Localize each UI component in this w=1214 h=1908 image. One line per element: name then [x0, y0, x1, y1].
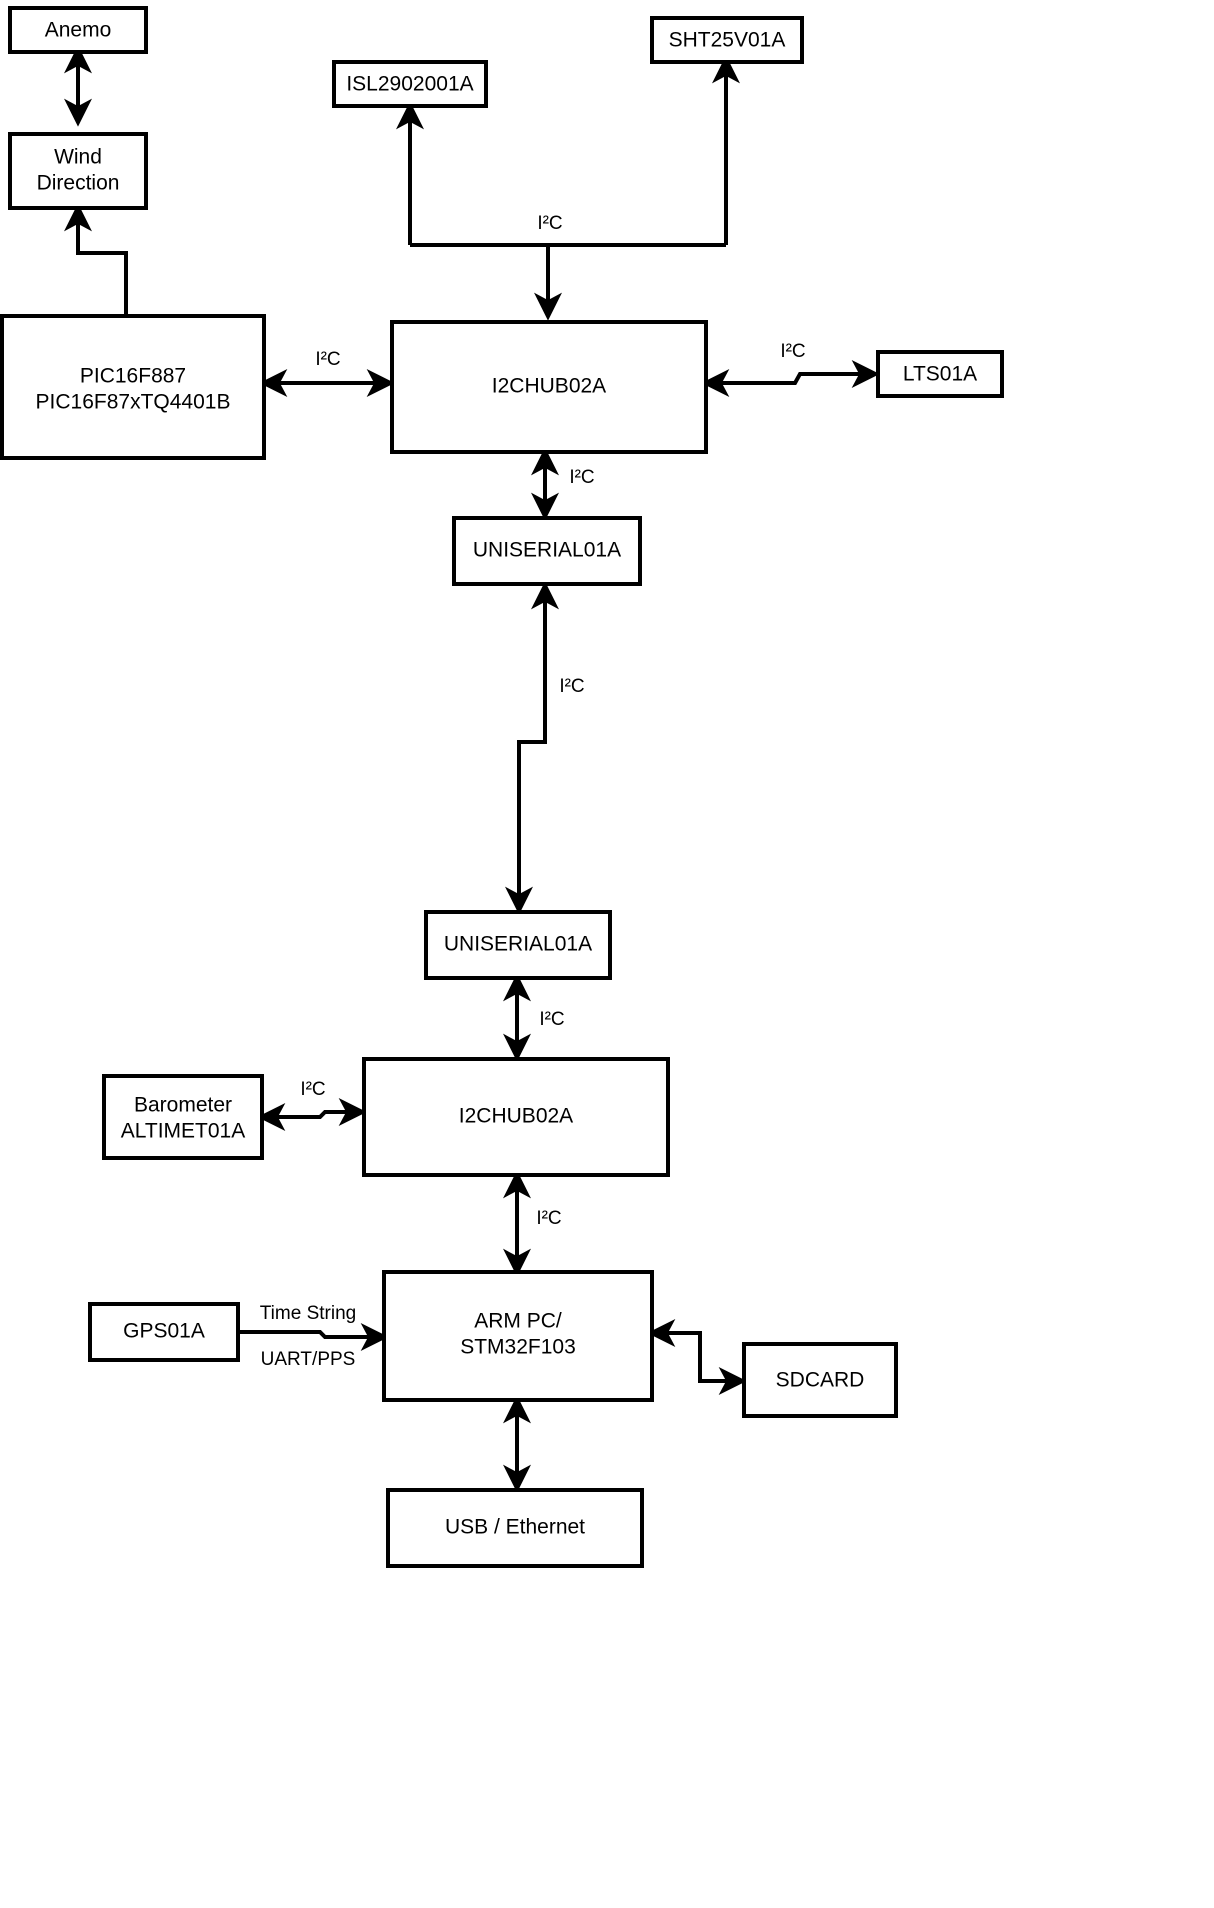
- connector-pic-to-wind: [64, 203, 128, 316]
- edge-label-hub2-arm-i2c: I²C: [536, 1208, 561, 1229]
- connector-uni-bottom-to-uni-top: [517, 581, 559, 910]
- edge-label-hub-lts-i2c: I²C: [780, 341, 805, 362]
- connector-gps-to-arm: [237, 1323, 389, 1351]
- node-anemo-label: Anemo: [45, 19, 112, 42]
- node-barometer-label-line2: ALTIMET01A: [121, 1120, 245, 1143]
- node-anemo-box: [8, 6, 148, 54]
- edge-label-gps-uart-pps: UART/PPS: [261, 1349, 356, 1370]
- node-pic16f887-label-line1: PIC16F887: [80, 365, 186, 388]
- edge-label-hub-uni-i2c: I²C: [569, 467, 594, 488]
- node-wind-direction-label-line2: Direction: [37, 172, 120, 195]
- edge-label-pic-hub-i2c: I²C: [315, 349, 340, 370]
- node-gps01a[interactable]: GPS01A: [88, 1302, 240, 1362]
- node-i2chub02a-bottom-label: I2CHUB02A: [459, 1105, 573, 1128]
- connector-hub-top-to-lts: [701, 360, 880, 397]
- node-i2chub02a-top-label: I2CHUB02A: [492, 375, 606, 398]
- node-sht25v01a[interactable]: SHT25V01A: [650, 16, 804, 64]
- node-isl2902001a-box: [332, 60, 488, 108]
- node-arm-pc-box: [382, 1270, 654, 1402]
- node-arm-pc[interactable]: ARM PC/ STM32F103: [382, 1270, 654, 1402]
- connector-arm-to-sdcard: [652, 1331, 747, 1395]
- node-gps01a-box: [88, 1302, 240, 1362]
- node-pic16f887-label-line2: PIC16F87xTQ4401B: [36, 391, 231, 414]
- edge-label-bus-i2c: I²C: [537, 213, 562, 234]
- node-isl2902001a-label: ISL2902001A: [346, 73, 473, 96]
- node-i2chub02a-top-box: [390, 320, 708, 454]
- node-lts01a-box: [876, 350, 1004, 398]
- node-i2chub02a-bottom[interactable]: I2CHUB02A: [362, 1057, 670, 1177]
- node-pic16f887[interactable]: PIC16F887 PIC16F87xTQ4401B: [0, 314, 266, 460]
- node-sht25v01a-label: SHT25V01A: [669, 29, 786, 52]
- node-barometer[interactable]: Barometer ALTIMET01A: [102, 1074, 264, 1160]
- node-i2chub02a-top[interactable]: I2CHUB02A: [390, 320, 708, 454]
- node-sht25v01a-box: [650, 16, 804, 64]
- node-lts01a[interactable]: LTS01A: [876, 350, 1004, 398]
- node-lts01a-label: LTS01A: [903, 363, 977, 386]
- node-wind-direction-box: [8, 132, 148, 210]
- edge-label-gps-time-string: Time String: [260, 1303, 356, 1324]
- connector-barometer-to-hub-bottom: [257, 1098, 367, 1131]
- node-uniserial01a-bottom[interactable]: UNISERIAL01A: [424, 910, 612, 980]
- node-gps01a-label: GPS01A: [123, 1320, 205, 1343]
- node-uniserial01a-top-box: [452, 516, 642, 586]
- node-uniserial01a-top[interactable]: UNISERIAL01A: [452, 516, 642, 586]
- node-isl2902001a[interactable]: ISL2902001A: [332, 60, 488, 108]
- node-usb-ethernet-label: USB / Ethernet: [445, 1516, 585, 1539]
- node-uniserial01a-bottom-box: [424, 910, 612, 980]
- node-sdcard-label: SDCARD: [776, 1369, 865, 1392]
- node-barometer-box: [102, 1074, 264, 1160]
- node-uniserial01a-bottom-label: UNISERIAL01A: [444, 933, 592, 956]
- node-pic16f887-box: [0, 314, 266, 460]
- node-sdcard[interactable]: SDCARD: [742, 1342, 898, 1418]
- node-wind-direction-label-line1: Wind: [54, 146, 102, 169]
- edge-label-uni-hub2-i2c: I²C: [539, 1009, 564, 1030]
- edge-label-uni-uni-i2c: I²C: [559, 676, 584, 697]
- node-wind-direction[interactable]: Wind Direction: [8, 132, 148, 210]
- node-usb-ethernet[interactable]: USB / Ethernet: [386, 1488, 644, 1568]
- node-arm-pc-label-line1: ARM PC/: [474, 1310, 562, 1333]
- node-i2chub02a-bottom-box: [362, 1057, 670, 1177]
- node-sdcard-box: [742, 1342, 898, 1418]
- node-anemo[interactable]: Anemo: [8, 6, 148, 54]
- node-barometer-label-line1: Barometer: [134, 1094, 232, 1117]
- edge-label-baro-hub2-i2c: I²C: [300, 1079, 325, 1100]
- node-usb-ethernet-box: [386, 1488, 644, 1568]
- node-uniserial01a-top-label: UNISERIAL01A: [473, 539, 621, 562]
- node-arm-pc-label-line2: STM32F103: [460, 1336, 576, 1359]
